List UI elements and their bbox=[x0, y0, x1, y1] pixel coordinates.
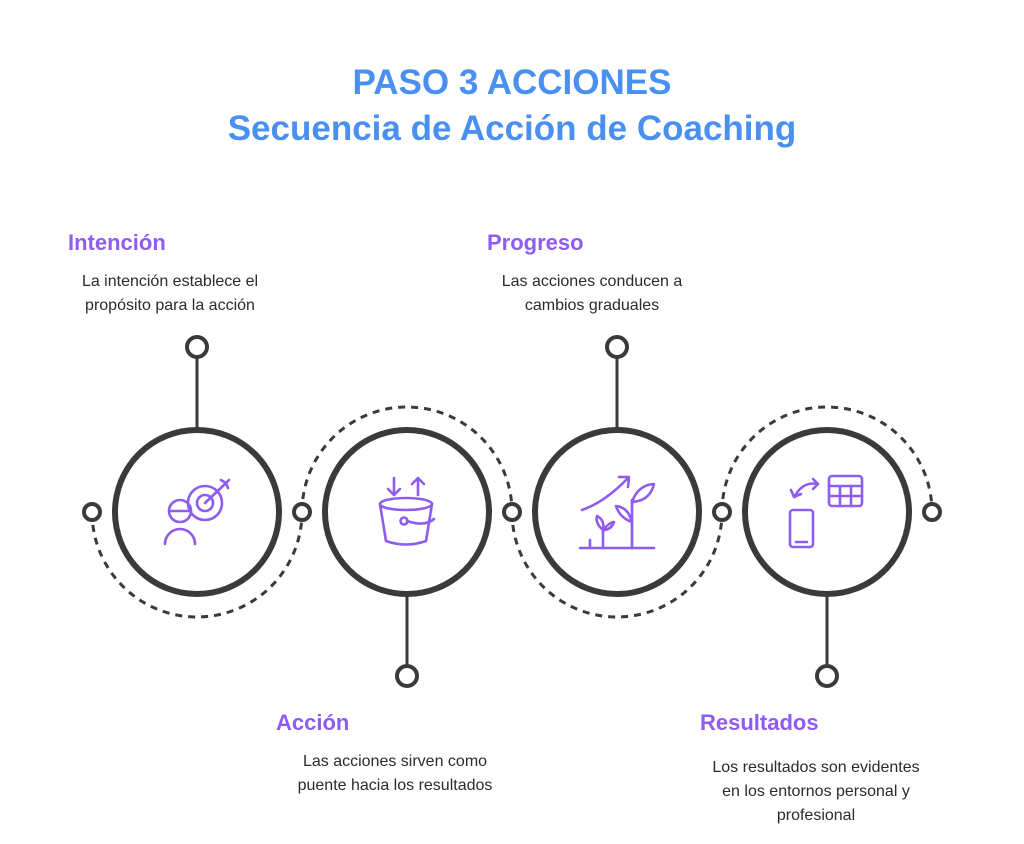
bucket-arrows-icon bbox=[378, 476, 436, 546]
step-2-desc-line-2: puente hacia los resultados bbox=[297, 777, 493, 794]
node-left-end bbox=[82, 502, 102, 522]
step-4-title: Resultados bbox=[700, 710, 819, 735]
node-joint-3 bbox=[712, 502, 732, 522]
step-3-desc-line-2: cambios graduales bbox=[524, 297, 660, 314]
step-4-description: Los resultados son evidentes en los ento… bbox=[666, 756, 966, 828]
step-1-desc-line-2: propósito para la acción bbox=[85, 297, 255, 314]
node-stem-bottom-4 bbox=[815, 664, 839, 688]
stems bbox=[195, 357, 829, 666]
step-3-title: Progreso bbox=[487, 230, 584, 255]
step-1-description: La intención establece el propósito para… bbox=[20, 270, 320, 318]
step-circle-3 bbox=[532, 427, 702, 597]
target-person-icon bbox=[163, 478, 231, 546]
step-1-title: Intención bbox=[68, 230, 166, 255]
step-circle-2 bbox=[322, 427, 492, 597]
step-3-description: Las acciones conducen a cambios graduale… bbox=[442, 270, 742, 318]
node-stem-top-1 bbox=[185, 335, 209, 359]
step-circle-4 bbox=[742, 427, 912, 597]
step-4-desc-line-3: profesional bbox=[776, 807, 856, 824]
title-line-2: Secuencia de Acción de Coaching bbox=[227, 109, 797, 148]
step-4-desc-line-2: en los entornos personal y bbox=[722, 783, 910, 800]
step-2-description: Las acciones sirven como puente hacia lo… bbox=[245, 750, 545, 798]
step-3-desc-line-1: Las acciones conducen a bbox=[501, 273, 683, 290]
nodes bbox=[82, 335, 942, 688]
title-line-1: PASO 3 ACCIONES bbox=[352, 63, 672, 102]
node-right-end bbox=[922, 502, 942, 522]
node-stem-top-3 bbox=[605, 335, 629, 359]
step-4-desc-line-1: Los resultados son evidentes bbox=[712, 759, 920, 776]
step-2-title: Acción bbox=[276, 710, 350, 735]
node-stem-bottom-2 bbox=[395, 664, 419, 688]
step-2-desc-line-1: Las acciones sirven como bbox=[302, 753, 488, 770]
step-1-desc-line-1: La intención establece el bbox=[81, 273, 259, 290]
growth-plant-icon bbox=[578, 475, 656, 550]
node-joint-2 bbox=[502, 502, 522, 522]
step-circle-1 bbox=[112, 427, 282, 597]
step-circles bbox=[112, 427, 912, 597]
node-joint-1 bbox=[292, 502, 312, 522]
phone-table-icon bbox=[788, 474, 864, 549]
